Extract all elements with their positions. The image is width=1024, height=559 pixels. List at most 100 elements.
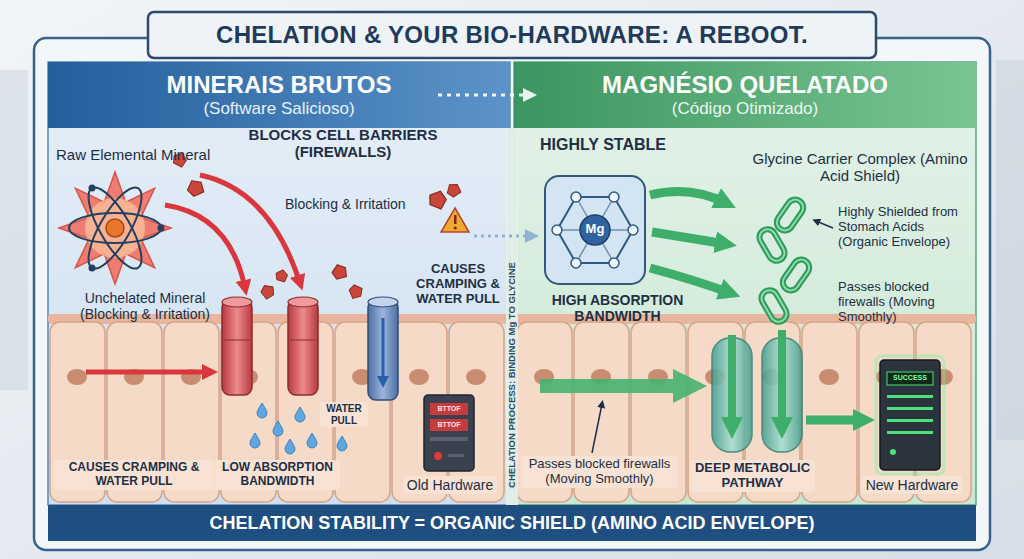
flow-label: WATER PULL: [320, 402, 368, 427]
chelate-molecule: [545, 176, 645, 284]
mineral-crystal: [347, 282, 365, 300]
new-server: [887, 395, 933, 398]
effect-label: CAUSES CRAMPING & WATER PULL: [408, 262, 508, 307]
glycine-chain: [780, 256, 813, 293]
old-server: [448, 454, 464, 457]
effect-label: CAUSES CRAMPING & WATER PULL: [54, 460, 214, 490]
ion-channel: [222, 297, 252, 307]
label-slot: HIGH ABSORPTION BANDWIDTH: [545, 292, 690, 324]
part-label: Unchelated Mineral (Blocking & Irritatio…: [60, 290, 230, 322]
water-drop: [307, 433, 317, 448]
title-box: CHELATION & YOUR BIO-HARDWARE: A REBOOT.: [148, 12, 876, 58]
label-slot: Mg: [580, 222, 610, 237]
title-frame: [148, 12, 876, 58]
metabolic-tube: [540, 330, 864, 453]
water-drop: [273, 421, 283, 436]
glycine-chain: [757, 226, 788, 263]
metabolic-tube: [806, 416, 864, 425]
atom-icon: [85, 198, 145, 258]
glycine-chain: [757, 226, 788, 263]
pathway-label: DEEP METABOLIC PATHWAY: [690, 460, 815, 492]
new-server: [876, 356, 944, 474]
summary-band: CHELATION STABILITY = ORGANIC SHIELD (AM…: [48, 505, 976, 541]
absorption-arrow: [650, 268, 730, 293]
metabolic-tube: [592, 404, 602, 453]
mineral-crystal: [185, 177, 206, 198]
label-slot: BTTOF: [430, 405, 468, 413]
chelate-molecule: [545, 176, 645, 284]
transition-arrow: [438, 94, 530, 97]
glycine-chain: [774, 196, 807, 233]
label-slot: HIGHLY STABLE: [540, 136, 700, 154]
mineral-crystal: [330, 263, 348, 281]
metabolic-tube: [540, 379, 690, 393]
mineral-crystal: [444, 181, 462, 199]
element-symbol: Mg: [580, 222, 610, 237]
label-slot: CAUSES CRAMPING & WATER PULL: [408, 262, 508, 307]
ion-channel: [290, 340, 316, 341]
label-slot: LOW ABSORPTION BANDWIDTH: [215, 460, 340, 490]
atom-icon: [89, 185, 96, 192]
panel-subheading: (Software Salicioso): [203, 99, 354, 119]
chelate-molecule: [580, 215, 610, 245]
blocking-arrow: [86, 370, 210, 375]
blocking-arrow: [86, 175, 300, 372]
glycine-chain: [780, 256, 813, 293]
atom-icon: [89, 265, 96, 272]
label-slot: Old Hardware: [400, 476, 500, 494]
absorption-arrow: [650, 191, 726, 203]
new-server: [890, 449, 896, 455]
screen-text: BTTOF: [430, 421, 468, 429]
mineral-crystal: [275, 269, 289, 283]
water-drop: [257, 403, 267, 418]
summary-band-ground: [48, 505, 976, 541]
new-server: [887, 372, 933, 385]
outer-frame: [34, 38, 990, 550]
ion-channel: [382, 318, 385, 382]
chelate-molecule: [609, 258, 619, 268]
new-server: [880, 360, 940, 470]
label-slot: Passes blocked firewalls (Moving Smoothl…: [838, 280, 972, 325]
warning-icon: [441, 208, 469, 232]
glycine-chain: [816, 221, 833, 228]
callout-text: Passes blocked firewalls (Moving Smoothl…: [522, 456, 677, 488]
label-slot: Highly Shielded from Stomach Acids (Orga…: [838, 205, 972, 250]
old-server: [434, 452, 442, 460]
outer-frame: [34, 38, 990, 550]
old-server: [430, 403, 468, 415]
mineral-crystal: [427, 189, 448, 210]
label-slot: SUCCESS: [887, 374, 933, 382]
callout-text: Blocking & Irritation: [285, 196, 435, 212]
label-slot: BLOCKS CELL BARRIERS (FIREWALLS): [228, 126, 458, 161]
panel-heading: MINERAIS BRUTOS: [167, 71, 392, 99]
absorption-arrow: [650, 191, 730, 293]
glycine-chain: [774, 196, 807, 233]
title-frame: [148, 12, 876, 58]
header-area: MAGNÉSIO QUELATADO(Código Otimizado): [514, 62, 976, 128]
transition-arrow: [474, 235, 532, 238]
glycine-chain: [757, 226, 788, 263]
chelate-molecule: [571, 192, 581, 202]
chelate-molecule: [609, 192, 619, 202]
label-slot: CHELATION PROCESS: BINDING Mg TO GLYCINE: [505, 240, 519, 510]
ion-channel: [368, 300, 398, 400]
label-slot: CAUSES CRAMPING & WATER PULL: [54, 460, 214, 490]
chelate-molecule: [571, 258, 581, 268]
atom-icon: [79, 181, 151, 276]
header-area: MINERAIS BRUTOS(Software Salicioso): [48, 62, 510, 128]
header-area: CHELATION STABILITY = ORGANIC SHIELD (AM…: [48, 505, 976, 541]
old-server: [430, 437, 468, 441]
new-server: [887, 407, 933, 410]
screen-text: BTTOF: [430, 405, 468, 413]
chelate-molecule: [557, 197, 633, 263]
label-slot: New Hardware: [852, 476, 972, 494]
label-slot: Unchelated Mineral (Blocking & Irritatio…: [60, 290, 230, 322]
water-drop: [295, 407, 305, 422]
metabolic-tube: [728, 335, 736, 428]
water-drop: [337, 436, 347, 451]
panel-ground: [514, 62, 976, 505]
warning-icon: [454, 215, 457, 224]
